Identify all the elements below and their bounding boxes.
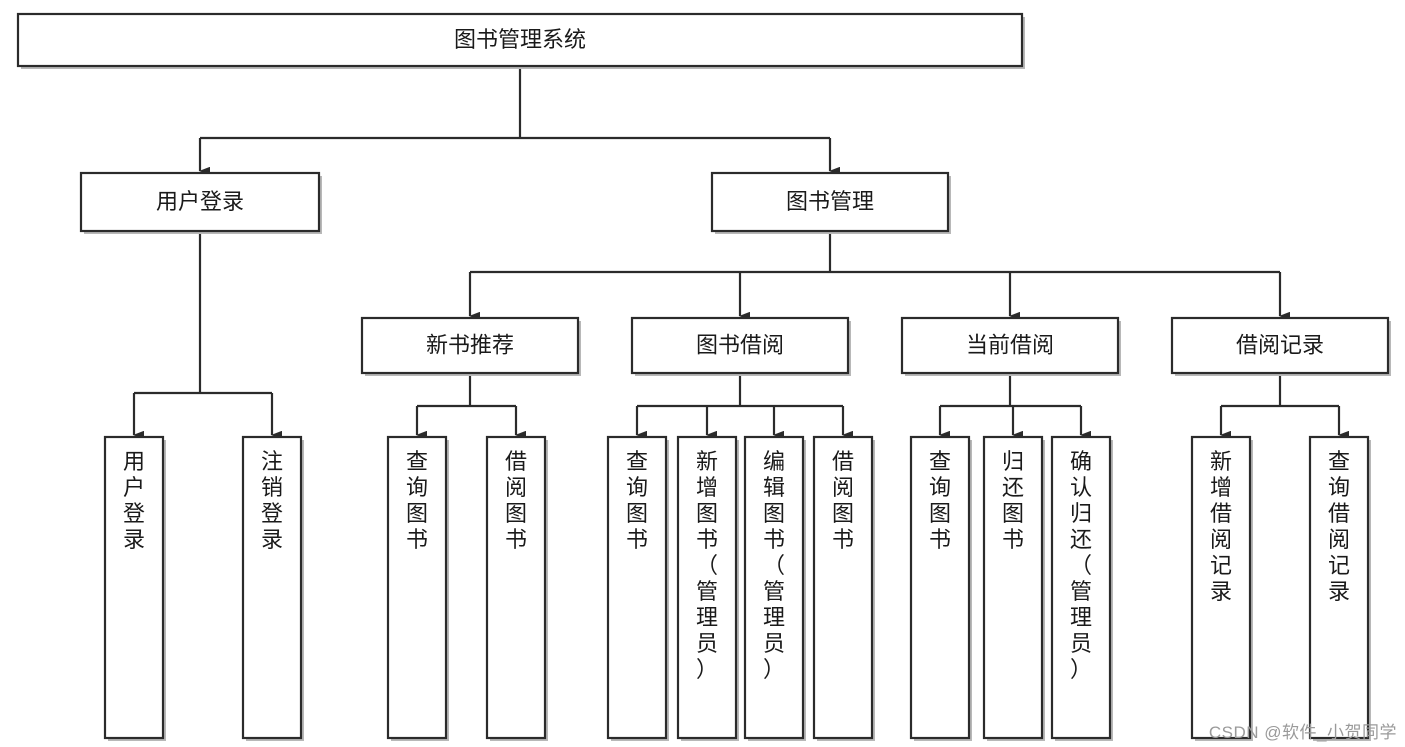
node-l1-用户登录[interactable]: 用户登录: [79, 171, 322, 234]
node-label: 新增借阅记录: [1210, 449, 1232, 604]
node-leaf-查询图书[interactable]: 查询图书: [606, 435, 669, 741]
edge-layer: [132, 66, 1349, 440]
node-label: 图书借阅: [696, 332, 784, 357]
node-label: 编辑图书（管理员）: [763, 449, 785, 682]
node-label: 借阅记录: [1236, 332, 1324, 357]
node-label: 注销登录: [261, 449, 283, 552]
node-rect[interactable]: [606, 435, 668, 740]
node-rect[interactable]: [16, 12, 1024, 68]
node-rect[interactable]: [485, 435, 547, 740]
node-leaf-新增图书管理员[interactable]: 新增图书（管理员）: [676, 435, 739, 741]
node-rect[interactable]: [386, 435, 448, 740]
node-rect[interactable]: [1170, 316, 1390, 375]
node-rect[interactable]: [241, 435, 303, 740]
node-leaf-查询借阅记录[interactable]: 查询借阅记录: [1308, 435, 1371, 741]
node-label: 新书推荐: [426, 332, 514, 357]
node-label: 借阅图书: [505, 449, 527, 552]
node-leaf-注销登录[interactable]: 注销登录: [241, 435, 304, 741]
node-leaf-编辑图书管理员[interactable]: 编辑图书（管理员）: [743, 435, 806, 741]
node-leaf-用户登录[interactable]: 用户登录: [103, 435, 166, 741]
node-rect[interactable]: [812, 435, 874, 740]
node-leaf-新增借阅记录[interactable]: 新增借阅记录: [1190, 435, 1253, 741]
node-rect[interactable]: [900, 316, 1120, 375]
node-label: 查询图书: [406, 449, 428, 552]
node-layer: 图书管理系统用户登录图书管理新书推荐图书借阅当前借阅借阅记录用户登录注销登录查询…: [16, 12, 1391, 741]
node-rect[interactable]: [909, 435, 971, 740]
node-leaf-查询图书[interactable]: 查询图书: [386, 435, 449, 741]
node-leaf-借阅图书[interactable]: 借阅图书: [812, 435, 875, 741]
node-label: 查询借阅记录: [1328, 449, 1350, 604]
node-rect[interactable]: [1050, 435, 1112, 740]
node-rect[interactable]: [743, 435, 805, 740]
node-rect[interactable]: [1308, 435, 1370, 740]
node-label: 归还图书: [1002, 449, 1024, 552]
node-l2-借阅记录[interactable]: 借阅记录: [1170, 316, 1391, 376]
node-leaf-借阅图书[interactable]: 借阅图书: [485, 435, 548, 741]
node-rect[interactable]: [103, 435, 165, 740]
node-label: 当前借阅: [966, 332, 1054, 357]
node-rect[interactable]: [710, 171, 950, 233]
node-rect[interactable]: [79, 171, 321, 233]
node-rect[interactable]: [676, 435, 738, 740]
node-leaf-归还图书[interactable]: 归还图书: [982, 435, 1045, 741]
node-leaf-确认归还管理员[interactable]: 确认归还（管理员）: [1050, 435, 1113, 741]
node-label: 确认归还（管理员）: [1070, 449, 1092, 682]
node-label: 用户登录: [156, 189, 244, 214]
node-l2-当前借阅[interactable]: 当前借阅: [900, 316, 1121, 376]
node-label: 查询图书: [929, 449, 951, 552]
node-l1-图书管理[interactable]: 图书管理: [710, 171, 951, 234]
node-leaf-查询图书[interactable]: 查询图书: [909, 435, 972, 741]
node-label: 借阅图书: [832, 449, 854, 552]
node-rect[interactable]: [360, 316, 580, 375]
node-label: 图书管理: [786, 189, 874, 214]
node-l2-新书推荐[interactable]: 新书推荐: [360, 316, 581, 376]
node-rect[interactable]: [982, 435, 1044, 740]
node-label: 新增图书（管理员）: [696, 449, 718, 682]
node-rect[interactable]: [630, 316, 850, 375]
node-rect[interactable]: [1190, 435, 1252, 740]
node-label: 查询图书: [626, 449, 648, 552]
node-label: 图书管理系统: [454, 27, 586, 52]
node-label: 用户登录: [123, 449, 145, 552]
node-root-图书管理系统[interactable]: 图书管理系统: [16, 12, 1025, 69]
node-l2-图书借阅[interactable]: 图书借阅: [630, 316, 851, 376]
